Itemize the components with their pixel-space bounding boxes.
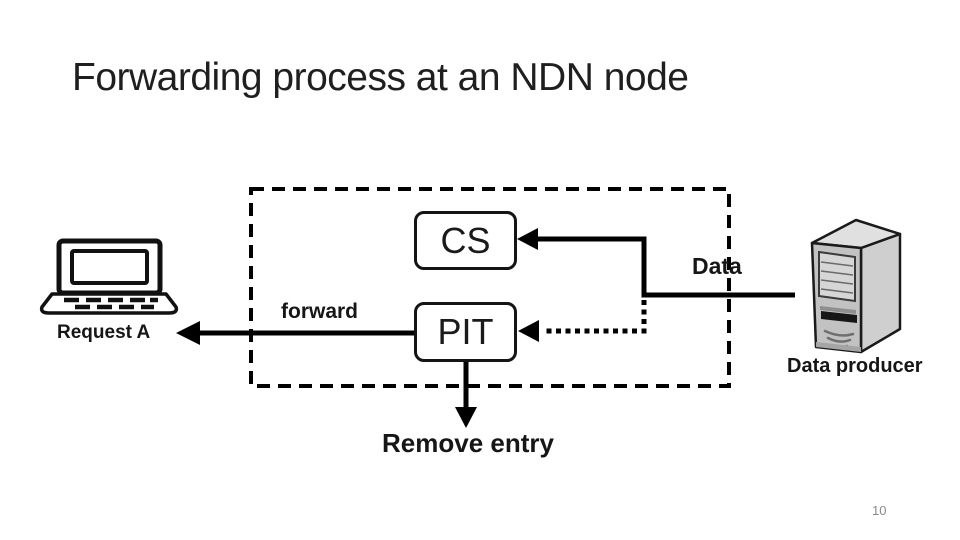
data-label: Data xyxy=(692,253,742,279)
page-number: 10 xyxy=(872,503,887,518)
server-tower-icon xyxy=(810,218,902,354)
data-producer-label: Data producer xyxy=(787,355,923,377)
request-a-label: Request A xyxy=(57,322,151,343)
ndn-node-boundary xyxy=(249,187,731,388)
forward-label: forward xyxy=(281,300,359,323)
remove-entry-arrow xyxy=(455,361,477,428)
remove-entry-label: Remove entry xyxy=(382,428,554,458)
data-to-pit-dotted-arrow xyxy=(518,300,647,342)
laptop-icon xyxy=(39,238,179,315)
pit-box-label: PIT xyxy=(437,311,494,352)
pit-box: PIT xyxy=(414,302,517,362)
data-to-cs-arrow xyxy=(517,228,795,298)
slide-title: Forwarding process at an NDN node xyxy=(72,56,689,99)
forward-arrow xyxy=(176,321,414,345)
cs-box: CS xyxy=(414,211,517,270)
cs-box-label: CS xyxy=(440,219,491,261)
